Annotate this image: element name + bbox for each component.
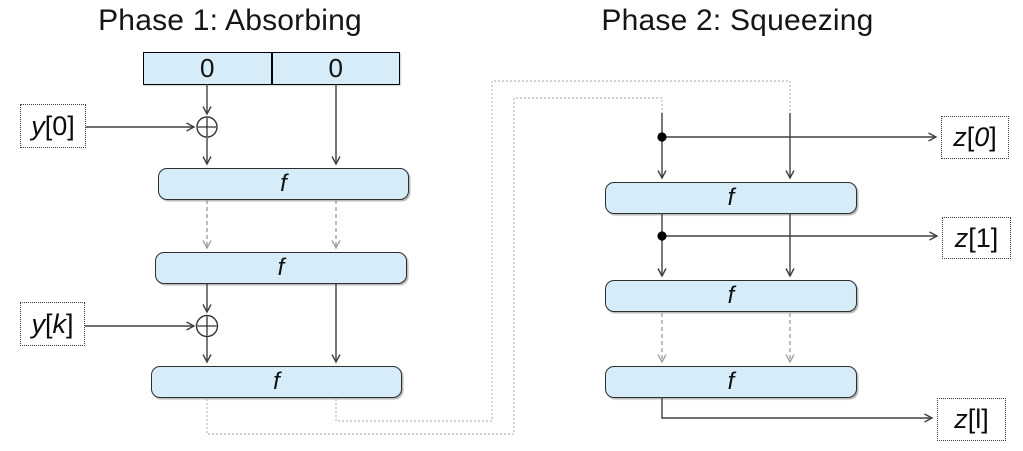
f-box-absorb-1: f — [158, 168, 409, 200]
input-label-yk: y[k] — [20, 302, 85, 346]
f-box-absorb-3: f — [151, 366, 402, 398]
junction-dot-icon — [657, 132, 667, 142]
phase1-title: Phase 1: Absorbing — [98, 4, 362, 37]
absorb-dashed-arrows — [202, 200, 341, 250]
f-box-absorb-2: f — [155, 252, 407, 284]
absorb-arrows — [85, 84, 341, 364]
squeeze-dashed-arrows — [657, 313, 795, 364]
feedback-paths — [206, 80, 791, 435]
f-box-squeeze-1: f — [605, 182, 857, 214]
xor-icon — [196, 116, 218, 138]
state-cell-capacity: 0 — [270, 53, 400, 84]
squeeze-arrows — [657, 113, 939, 423]
state-cell-rate: 0 — [200, 53, 215, 83]
initial-state-register: 0 0 — [143, 52, 400, 85]
f-box-squeeze-2: f — [605, 280, 857, 312]
xor-icon — [195, 314, 219, 338]
input-label-y0: y[0] — [20, 104, 86, 148]
junction-dot-icon — [657, 231, 667, 241]
output-label-z1: z[1] — [942, 217, 1011, 259]
f-box-squeeze-3: f — [605, 366, 857, 398]
output-label-zl: z[l] — [937, 398, 1006, 441]
phase2-title: Phase 2: Squeezing — [601, 4, 874, 37]
output-label-z0: z[0] — [941, 116, 1009, 159]
